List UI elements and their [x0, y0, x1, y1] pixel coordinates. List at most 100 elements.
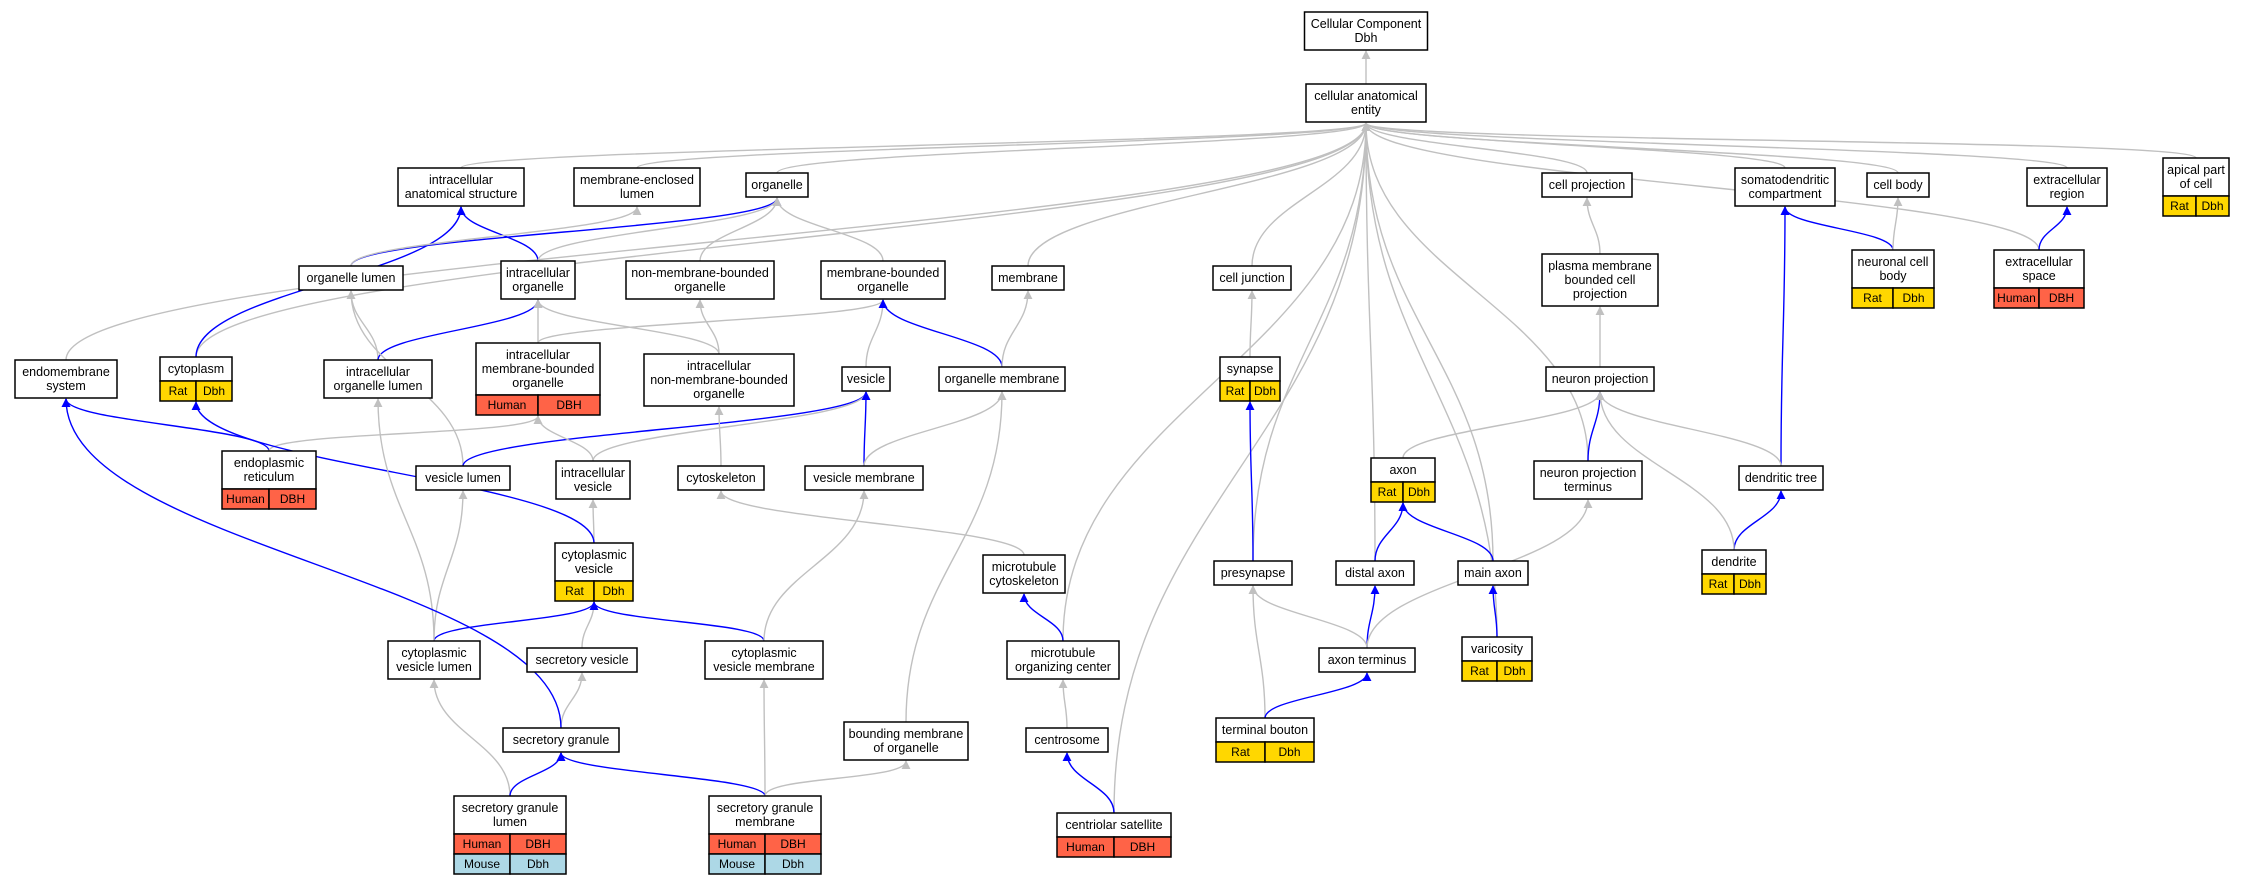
node-label: organizing center — [1015, 660, 1111, 674]
node-cproj[interactable]: cell projection — [1541, 172, 1633, 198]
node-box — [2026, 167, 2108, 207]
node-orglum[interactable]: organelle lumen — [298, 265, 404, 291]
node-mem[interactable]: membrane — [991, 265, 1065, 291]
node-label: dendritic tree — [1745, 471, 1817, 485]
node-mainax[interactable]: main axon — [1457, 560, 1529, 586]
node-box — [704, 640, 824, 680]
edge-veslum-to-ves — [462, 391, 871, 467]
node-cjunc[interactable]: cell junction — [1212, 265, 1292, 291]
node-label: organelle — [693, 387, 744, 401]
node-label: organelle — [512, 280, 563, 294]
node-ves[interactable]: vesicle — [841, 366, 891, 392]
gene-tag — [537, 394, 601, 416]
edge-orglum-to-org — [350, 197, 782, 267]
edge-cvl-to-cves — [433, 601, 599, 642]
node-label: secretory granule — [462, 801, 559, 815]
node-label: Cellular Component — [1311, 17, 1422, 31]
gene-label: DBH — [525, 837, 550, 851]
node-vesmem[interactable]: vesicle membrane — [804, 465, 924, 491]
edge-cyto-to-cae — [195, 122, 1371, 358]
node-label: vesicle lumen — [425, 471, 501, 485]
node-label: cell body — [1873, 178, 1923, 192]
node-veslum[interactable]: vesicle lumen — [415, 465, 511, 491]
node-box — [1335, 560, 1415, 586]
node-axterm[interactable]: axon terminus — [1318, 647, 1416, 673]
node-box — [554, 542, 634, 582]
node-label: membrane-enclosed — [580, 173, 694, 187]
node-inmbo[interactable]: intracellularnon-membrane-boundedorganel… — [643, 353, 795, 407]
edge-cvm-to-vesmem — [763, 490, 869, 642]
edge-ives-to-imbo — [533, 415, 594, 462]
gene-tag — [593, 580, 634, 602]
gene-tag — [2195, 195, 2230, 217]
node-secves[interactable]: secretory vesicle — [526, 647, 638, 673]
node-nproj[interactable]: neuron projection — [1545, 366, 1655, 392]
gene-tag — [1402, 481, 1436, 503]
node-label: intracellular — [687, 359, 751, 373]
node-secgran[interactable]: secretory granule — [502, 727, 620, 753]
species-label: Mouse — [464, 857, 500, 871]
node-org[interactable]: organelle — [745, 172, 809, 198]
node-dtree[interactable]: dendritic tree — [1738, 465, 1824, 491]
gene-tag — [1264, 741, 1315, 763]
node-distax[interactable]: distal axon — [1335, 560, 1415, 586]
node-label: intracellular — [346, 365, 410, 379]
node-cbody[interactable]: cell body — [1866, 172, 1930, 198]
edge-secves-to-cves — [581, 601, 599, 649]
edge-inmbo-to-nmbo — [695, 299, 720, 355]
node-label: system — [46, 379, 86, 393]
node-label: neuronal cell — [1858, 255, 1929, 269]
node-centro[interactable]: centrosome — [1025, 727, 1109, 753]
edge-exs-to-cae — [1361, 122, 2040, 251]
edge-cvl-to-veslum — [433, 490, 468, 642]
node-label: endomembrane — [22, 365, 110, 379]
node-label: distal axon — [1345, 566, 1405, 580]
node-box — [1303, 11, 1429, 51]
gene-label: DBH — [556, 398, 581, 412]
edge-ncb-to-sdc — [1780, 206, 1894, 251]
node-imbo[interactable]: intracellularmembrane-boundedorganelleHu… — [475, 342, 601, 416]
species-label: Rat — [1378, 485, 1397, 499]
node-orgmem[interactable]: organelle membrane — [938, 366, 1066, 392]
node-box — [500, 260, 576, 300]
node-label: of cell — [2180, 177, 2213, 191]
node-box — [1457, 560, 1529, 586]
node-presyn[interactable]: presynapse — [1213, 560, 1293, 586]
node-cytosk[interactable]: cytoskeleton — [677, 465, 765, 491]
node-box — [1545, 366, 1655, 392]
node-box — [625, 260, 775, 300]
